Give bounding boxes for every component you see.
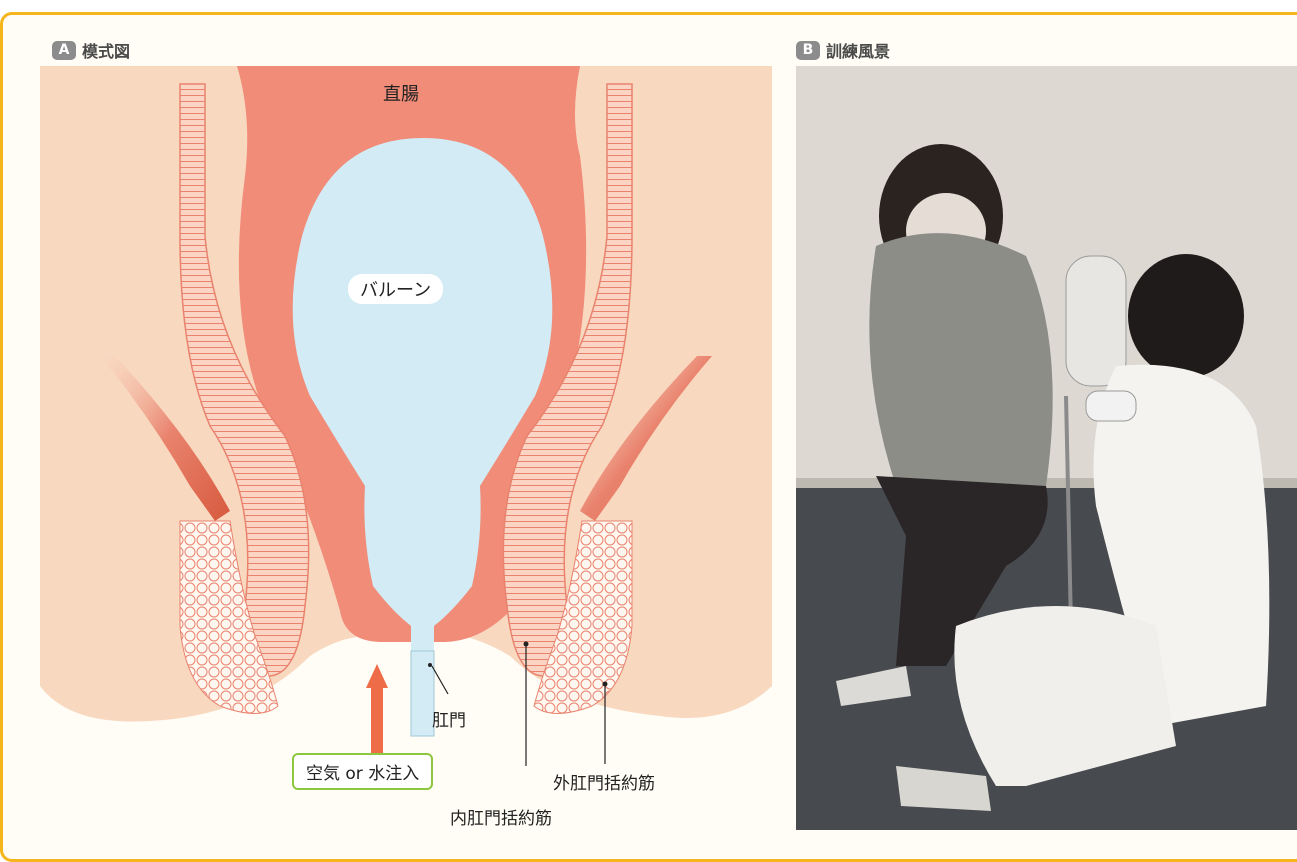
rectum-label: 直腸 <box>383 84 419 105</box>
external-sphincter-label: 外肛門括約筋 <box>553 774 655 794</box>
left-fat-tissue <box>179 520 279 714</box>
therapist-shoe <box>896 766 991 811</box>
right-fat-tissue <box>533 520 633 714</box>
photo-baseboard <box>796 478 1297 488</box>
left-levator-muscle <box>100 356 230 521</box>
therapist-legs <box>954 606 1176 786</box>
training-photo <box>796 66 1297 830</box>
external-sphincter-leader-dot <box>602 681 608 687</box>
internal-sphincter-label: 内肛門括約筋 <box>450 809 552 829</box>
panel-a-title: 模式図 <box>82 42 131 61</box>
injection-arrow-head <box>366 664 388 688</box>
balloon-shape <box>292 138 553 656</box>
anus-label: 肛門 <box>432 711 466 731</box>
injection-arrow-shaft <box>371 686 383 754</box>
panel-b-badge: B <box>796 40 820 60</box>
panel-a-heading: A 模式図 <box>52 38 130 62</box>
patient-torso <box>869 233 1053 486</box>
panel-b-title: 訓練風景 <box>826 42 891 61</box>
training-device <box>1085 390 1137 422</box>
anus-leader-dot <box>428 663 432 667</box>
anus-leader-line <box>431 665 449 695</box>
chair-back <box>1065 255 1127 387</box>
right-levator-muscle <box>580 356 712 521</box>
therapist-head <box>1128 254 1244 378</box>
chair-leg <box>1064 395 1073 627</box>
anatomy-diagram <box>40 66 772 766</box>
panel-b-heading: B 訓練風景 <box>796 38 890 62</box>
panel-a-badge: A <box>52 40 76 60</box>
patient-shoe <box>836 666 911 706</box>
internal-sphincter-leader-dot <box>523 641 529 647</box>
patient-legs <box>876 476 1048 666</box>
injection-label: 空気 or 水注入 <box>292 753 434 790</box>
balloon-tube <box>410 650 435 737</box>
balloon-label: バルーン <box>348 274 444 304</box>
